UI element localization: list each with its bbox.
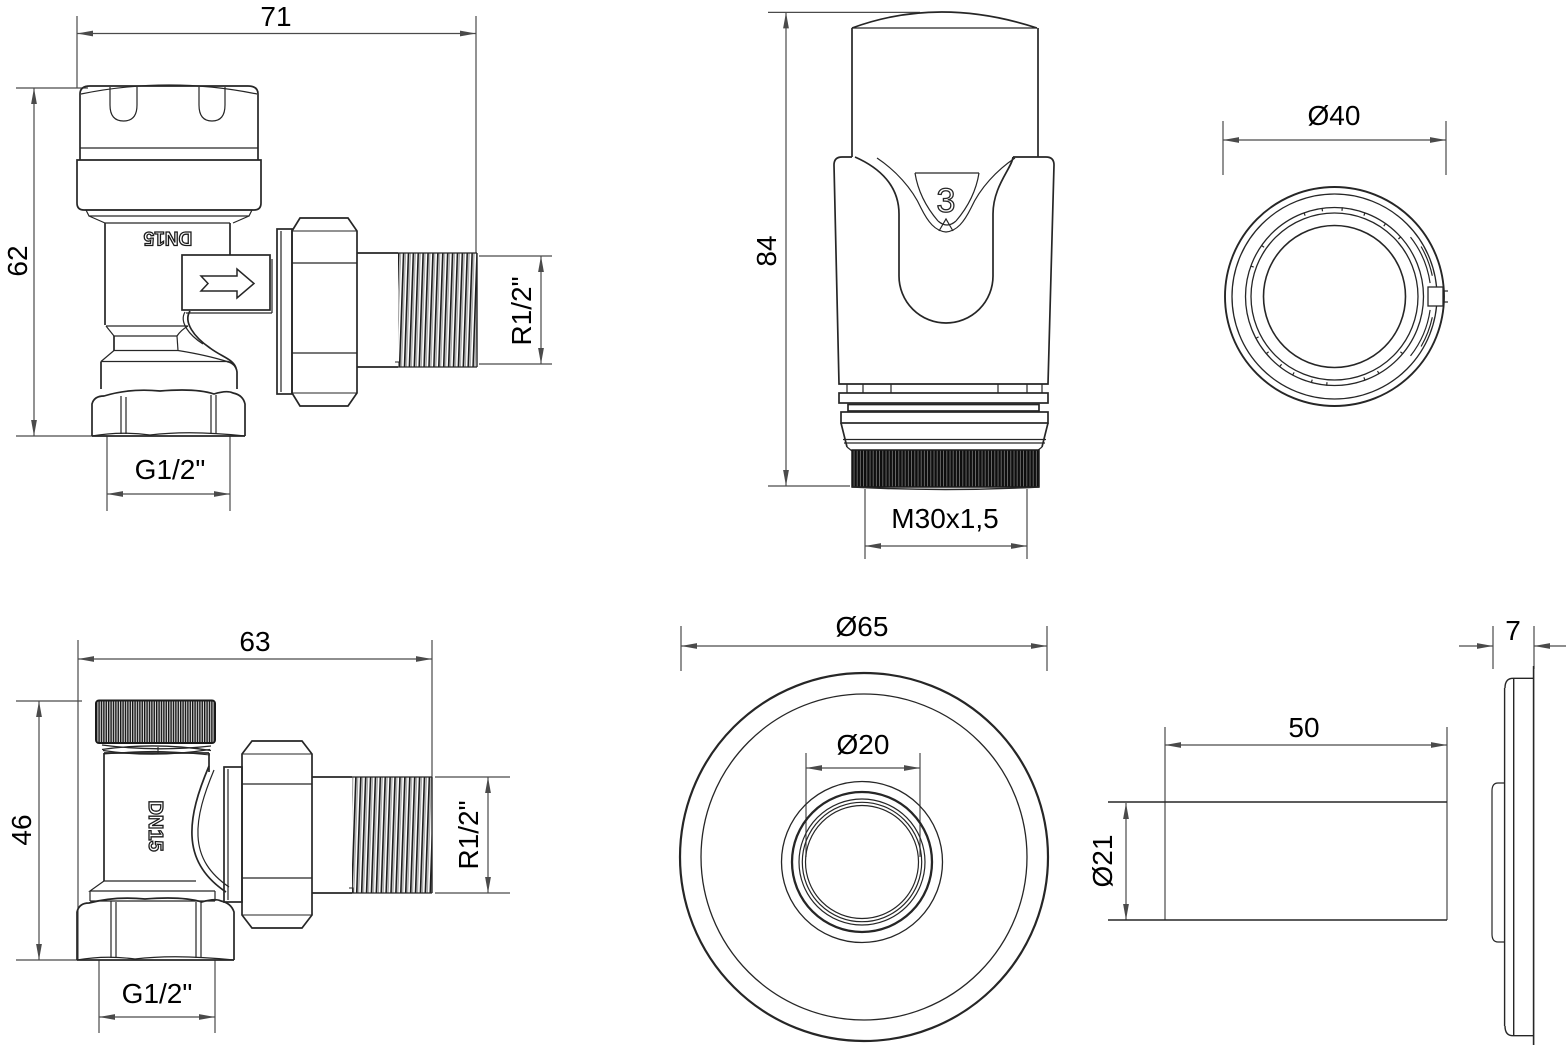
svg-text:63: 63 xyxy=(239,626,270,657)
svg-text:7: 7 xyxy=(1505,615,1521,646)
svg-text:DN15: DN15 xyxy=(144,800,166,851)
svg-text:Ø20: Ø20 xyxy=(837,729,890,760)
svg-text:G1/2": G1/2" xyxy=(135,454,206,485)
svg-text:R1/2": R1/2" xyxy=(453,800,484,869)
svg-text:Ø65: Ø65 xyxy=(836,611,889,642)
svg-text:M30x1,5: M30x1,5 xyxy=(891,503,998,534)
svg-text:Ø40: Ø40 xyxy=(1308,100,1361,131)
svg-text:84: 84 xyxy=(751,235,782,266)
svg-text:71: 71 xyxy=(260,1,291,32)
svg-text:Ø21: Ø21 xyxy=(1087,835,1118,888)
svg-text:3: 3 xyxy=(937,182,956,220)
svg-text:46: 46 xyxy=(6,814,37,845)
svg-text:DN15: DN15 xyxy=(143,227,192,248)
svg-text:G1/2": G1/2" xyxy=(122,978,193,1009)
svg-text:62: 62 xyxy=(2,245,33,276)
svg-text:50: 50 xyxy=(1288,712,1319,743)
svg-text:R1/2": R1/2" xyxy=(506,276,537,345)
